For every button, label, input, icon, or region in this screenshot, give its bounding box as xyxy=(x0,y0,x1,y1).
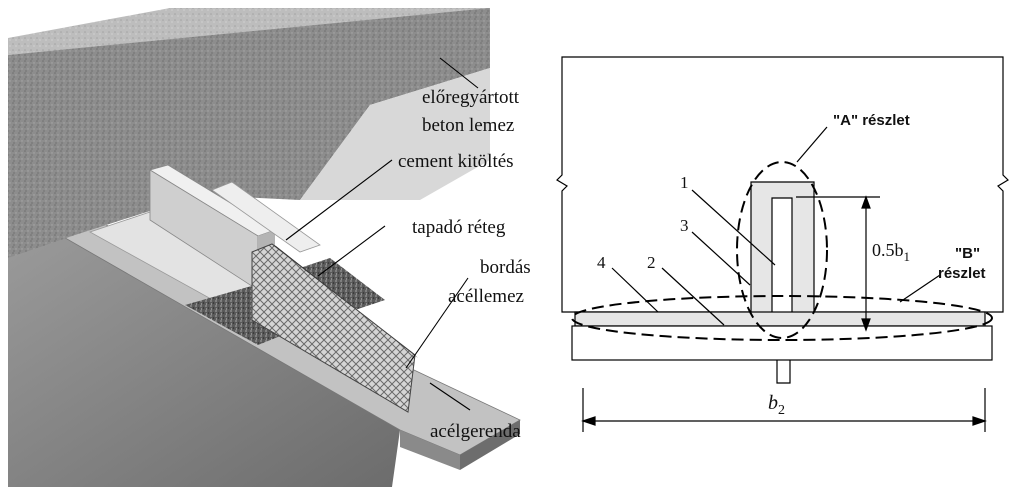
label-num-2: 2 xyxy=(647,253,656,272)
leader-beam xyxy=(429,382,471,411)
label-dim-half-b1: 0.5b1 xyxy=(872,240,910,264)
left-labels: előregyártott beton lemez cement kitölté… xyxy=(398,87,531,442)
precast-slab-body xyxy=(8,8,490,258)
label-precast-line1: előregyártott xyxy=(422,87,520,108)
illustration-3d xyxy=(8,8,521,487)
detail-b-ellipse xyxy=(571,295,993,341)
leader-precast xyxy=(439,57,479,89)
steel-beam-flange-front xyxy=(460,420,520,470)
beam-flange xyxy=(571,325,993,361)
right-labels: "A" részlet "B" részlet 0.5b1 b2 1 3 2 4 xyxy=(597,112,986,418)
label-ribbed-line1: bordás xyxy=(480,257,531,278)
dim-b1-arrow-top xyxy=(861,195,871,209)
label-detail-a: "A" részlet xyxy=(833,112,910,129)
label-num-1: 1 xyxy=(680,173,689,192)
leader-adhesive xyxy=(317,225,386,277)
steel-beam-flange-edge xyxy=(400,430,460,470)
slab-outline xyxy=(556,56,1009,313)
label-dim-b2: b2 xyxy=(768,392,785,418)
leader-detail-a xyxy=(796,126,828,163)
leader-1 xyxy=(691,189,776,266)
label-detail-b-line2: részlet xyxy=(938,265,986,282)
label-adhesive-layer: tapadó réteg xyxy=(412,217,506,238)
precast-slab-face xyxy=(300,68,490,200)
label-num-3: 3 xyxy=(680,216,689,235)
label-steel-beam: acélgerenda xyxy=(430,421,521,442)
ribbed-steel-plate xyxy=(251,243,416,413)
label-cement-fill: cement kitöltés xyxy=(398,151,514,172)
dim-b2-arrow-right xyxy=(972,416,987,426)
steel-plate-strip xyxy=(574,311,986,327)
cross-section xyxy=(556,56,1009,432)
leader-4 xyxy=(611,267,659,313)
leader-3 xyxy=(691,231,751,286)
beam-web xyxy=(776,360,791,384)
label-detail-b-line1: "B" xyxy=(955,245,980,262)
detail-a-ellipse xyxy=(736,161,828,339)
dim-b2-arrow-left xyxy=(581,416,596,426)
leader-cement xyxy=(285,159,393,241)
adhesive-gravel-right xyxy=(300,258,385,310)
label-ribbed-line2: acéllemez xyxy=(448,286,524,307)
label-num-4: 4 xyxy=(597,253,606,272)
dim-b1-arrow-bottom xyxy=(861,318,871,332)
leader-2 xyxy=(661,267,725,326)
rib-slot xyxy=(771,197,793,312)
leader-ribbed xyxy=(405,277,469,369)
steel-beam-web xyxy=(8,235,400,487)
leader-detail-b xyxy=(899,274,941,303)
label-precast-line2: beton lemez xyxy=(422,115,514,136)
